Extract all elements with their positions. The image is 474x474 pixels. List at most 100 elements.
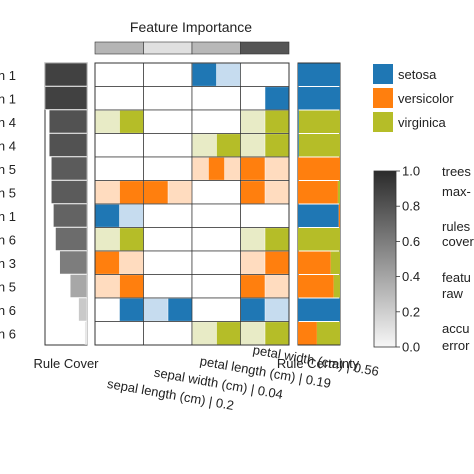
matrix-cell: [143, 62, 193, 87]
rule-certainty-segment: [298, 87, 340, 110]
rule-cover-bar: [44, 62, 88, 87]
rule-certainty-segment: [298, 181, 338, 204]
rule-label: n 1: [0, 91, 16, 106]
matrix-cell-part: [241, 157, 265, 180]
rule-certainty-segment: [298, 134, 299, 157]
rule-certainty-segment: [298, 134, 340, 157]
matrix-cell-part: [119, 275, 144, 298]
matrix-cell-part: [95, 228, 120, 251]
colorbar-bar: [373, 170, 397, 348]
importance-bar-0: [94, 41, 144, 55]
rule-certainty-segment: [298, 157, 340, 180]
rule-certainty-segment: [337, 181, 340, 204]
matrix-cell-part: [265, 110, 289, 133]
matrix-cell-part: [241, 275, 265, 298]
matrix-cell: [191, 297, 241, 322]
matrix-cell: [240, 203, 290, 228]
rule-certainty-segment: [298, 298, 340, 321]
legend-label-virginica: virginica: [398, 115, 446, 130]
colorbar-description: featu: [442, 270, 471, 285]
colorbar-description: trees: [442, 164, 471, 179]
rule-certainty-segment: [298, 322, 317, 345]
matrix-cell-part: [265, 157, 289, 180]
rule-cover-bar: [51, 180, 88, 204]
matrix-cell: [191, 180, 241, 205]
rule-certainty-segment: [338, 204, 340, 227]
rule-cover-bar: [59, 250, 88, 275]
matrix-cell-part: [168, 181, 192, 204]
matrix-frame: [94, 62, 290, 346]
importance-bar-3: [240, 41, 290, 55]
colorbar-tick-label: 0.6: [402, 234, 420, 249]
matrix-cell: [94, 321, 144, 346]
matrix-cell-part: [265, 181, 289, 204]
legend-swatch-versicolor: [373, 88, 393, 108]
rule-certainty-segment: [298, 63, 340, 86]
matrix-cell: [191, 274, 241, 299]
rule-cover-label: Rule Cover: [33, 356, 99, 371]
rule-label: n 5: [0, 185, 16, 200]
matrix-cell-part: [241, 110, 265, 133]
colorbar-description: accu: [442, 321, 469, 336]
colorbar-description: error: [442, 338, 470, 353]
rule-certainty-segment: [298, 251, 331, 274]
rule-cover-bar: [44, 86, 88, 110]
colorbar-tick-label: 0.4: [402, 269, 420, 284]
rule-cover-bar: [48, 109, 88, 134]
matrix-cell: [191, 227, 241, 252]
matrix-cell: [143, 274, 193, 299]
matrix-cell-part: [241, 322, 265, 345]
matrix-cell: [94, 86, 144, 111]
matrix-cell-part: [95, 110, 120, 133]
feature-importance-bars: [94, 41, 290, 55]
matrix-cell-part: [265, 134, 289, 157]
matrix-cell-part: [192, 157, 209, 180]
matrix-cell: [143, 156, 193, 181]
chart-title: Feature Importance: [130, 19, 252, 35]
matrix-cell-part: [192, 63, 217, 86]
matrix-cell-part: [216, 134, 241, 157]
rule-cover-bar: [51, 156, 88, 181]
matrix-cell-part: [265, 298, 289, 321]
matrix-cell: [94, 133, 144, 158]
rule-certainty-frame: [297, 62, 341, 346]
matrix-cell: [143, 86, 193, 111]
matrix-cell: [143, 109, 193, 134]
matrix-cell-part: [265, 87, 289, 110]
matrix-cell-part: [95, 204, 120, 227]
colorbar-tick-label: 0.0: [402, 340, 420, 355]
matrix-cell: [191, 250, 241, 275]
colorbar-tick-label: 0.8: [402, 199, 420, 214]
matrix-cell-part: [208, 157, 225, 180]
rule-label: n 5: [0, 162, 16, 177]
rule-certainty-segment: [298, 228, 340, 251]
rule-label: n 1: [0, 209, 16, 224]
rule-certainty-segment: [298, 204, 339, 227]
rule-labels: n 1n 1n 4n 4n 5n 5n 1n 6n 3n 5n 6n 6: [0, 68, 16, 342]
matrix-cell-part: [192, 322, 217, 345]
matrix-cell-part: [241, 87, 265, 110]
matrix-cell-part: [216, 63, 241, 86]
rule-cover-panel: [44, 62, 88, 346]
matrix-cell: [191, 203, 241, 228]
rule-certainty-panel: [297, 62, 341, 346]
matrix-cell-part: [241, 228, 265, 251]
rule-label: n 6: [0, 232, 16, 247]
matrix-cell-part: [119, 298, 144, 321]
rule-label: n 4: [0, 115, 16, 130]
colorbar-description: rules: [442, 219, 471, 234]
matrix-cell-part: [119, 251, 144, 274]
matrix-cell-part: [119, 228, 144, 251]
legend-swatch-setosa: [373, 64, 393, 84]
matrix-cell-part: [144, 298, 168, 321]
rule-certainty-segment: [298, 110, 340, 133]
matrix-cell-part: [192, 134, 217, 157]
matrix-cell: [240, 62, 290, 87]
matrix-cell-part: [119, 181, 144, 204]
matrix-cell: [94, 62, 144, 87]
colorbar-tick-label: 0.2: [402, 304, 420, 319]
colorbar-description: max-: [442, 184, 471, 199]
